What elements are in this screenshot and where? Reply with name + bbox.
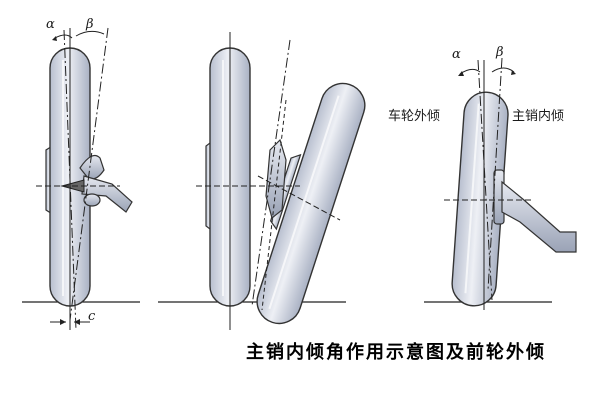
kingpin-line-right (487, 57, 503, 291)
label-beta-left: β (86, 17, 94, 32)
camber-line-left (63, 29, 77, 331)
figure-right (424, 57, 577, 310)
tie-arm-left (81, 175, 133, 213)
label-kingpin-inclination: 主销内倾 (512, 109, 565, 124)
label-alpha-right: α (452, 47, 461, 62)
knuckle-middle (265, 138, 287, 220)
label-c: c (88, 309, 96, 324)
figure-caption: 主销内倾角作用示意图及前轮外倾 (246, 342, 546, 363)
label-alpha-left: α (46, 17, 55, 32)
kingpin-line-middle (251, 39, 291, 307)
label-wheel-camber: 车轮外倾 (388, 109, 441, 124)
label-beta-right: β (496, 45, 504, 60)
tie-arm-right (501, 180, 577, 253)
figure-middle (158, 32, 366, 330)
figure-left (22, 27, 140, 331)
kingpin-line-left (69, 27, 109, 321)
